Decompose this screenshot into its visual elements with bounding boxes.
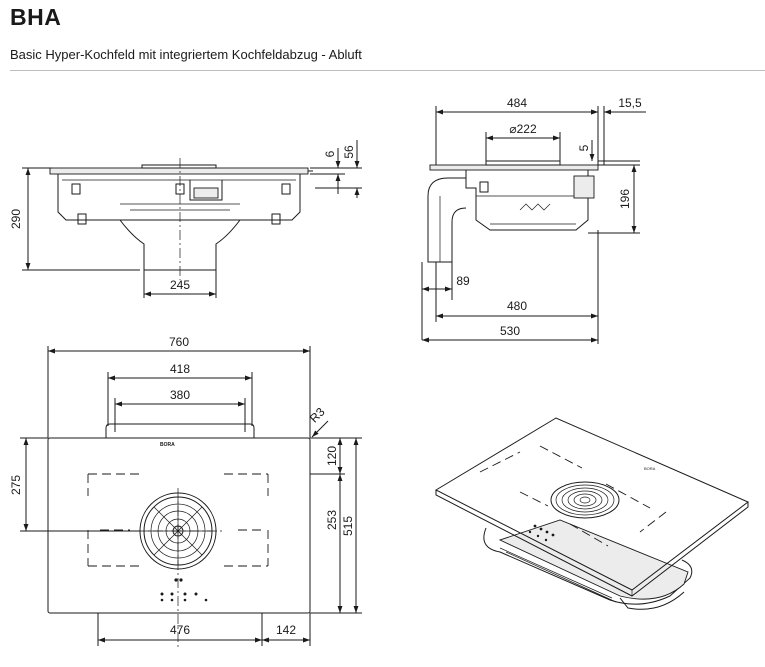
top-dim-476: 476	[170, 623, 190, 637]
front-dim-290: 290	[9, 209, 23, 229]
iso-control-panel	[528, 524, 555, 542]
top-glass-outline	[47, 437, 311, 614]
side-dim-diameter: ⌀222	[509, 122, 537, 136]
front-view: 290 6 56 245	[9, 140, 362, 298]
top-brand-logo: BORA	[160, 442, 175, 448]
front-glass-plate	[49, 167, 309, 175]
top-dim-515: 515	[341, 516, 355, 536]
front-vent-cover	[141, 164, 217, 169]
side-dim-530: 530	[500, 324, 520, 338]
top-dim-275: 275	[9, 475, 23, 495]
page-title: BHA	[10, 4, 62, 30]
iso-fan-grille	[550, 481, 620, 519]
front-housing	[57, 174, 301, 221]
front-dim-6: 6	[323, 150, 337, 157]
front-dim-56: 56	[342, 145, 356, 159]
top-control-panel	[160, 578, 208, 602]
side-elbow-duct	[427, 177, 467, 263]
front-dim-245: 245	[170, 278, 190, 292]
side-dim-15-5: 15,5	[618, 96, 642, 110]
iso-housing	[483, 527, 693, 605]
side-dim-5: 5	[577, 144, 591, 151]
header-divider	[10, 70, 765, 71]
perspective-view: BORA	[434, 417, 749, 610]
top-view: BORA	[9, 335, 362, 650]
top-dim-380: 380	[170, 388, 190, 402]
side-dim-89: 89	[456, 274, 470, 288]
side-dim-196: 196	[618, 189, 632, 209]
top-rear-tab	[105, 423, 255, 438]
top-dim-418: 418	[170, 362, 190, 376]
top-dim-253: 253	[325, 510, 339, 530]
side-view: 484 15,5 ⌀222 5 196 89 480 530	[421, 96, 646, 344]
side-housing	[465, 170, 589, 231]
side-dim-484: 484	[507, 96, 527, 110]
top-dim-120: 120	[325, 446, 339, 466]
top-dim-760: 760	[169, 335, 189, 349]
side-dim-480: 480	[507, 299, 527, 313]
page-subtitle: Basic Hyper-Kochfeld mit integriertem Ko…	[10, 47, 362, 62]
iso-brand-logo: BORA	[644, 466, 656, 471]
top-dim-142: 142	[276, 623, 296, 637]
side-glass-plate	[429, 164, 599, 171]
